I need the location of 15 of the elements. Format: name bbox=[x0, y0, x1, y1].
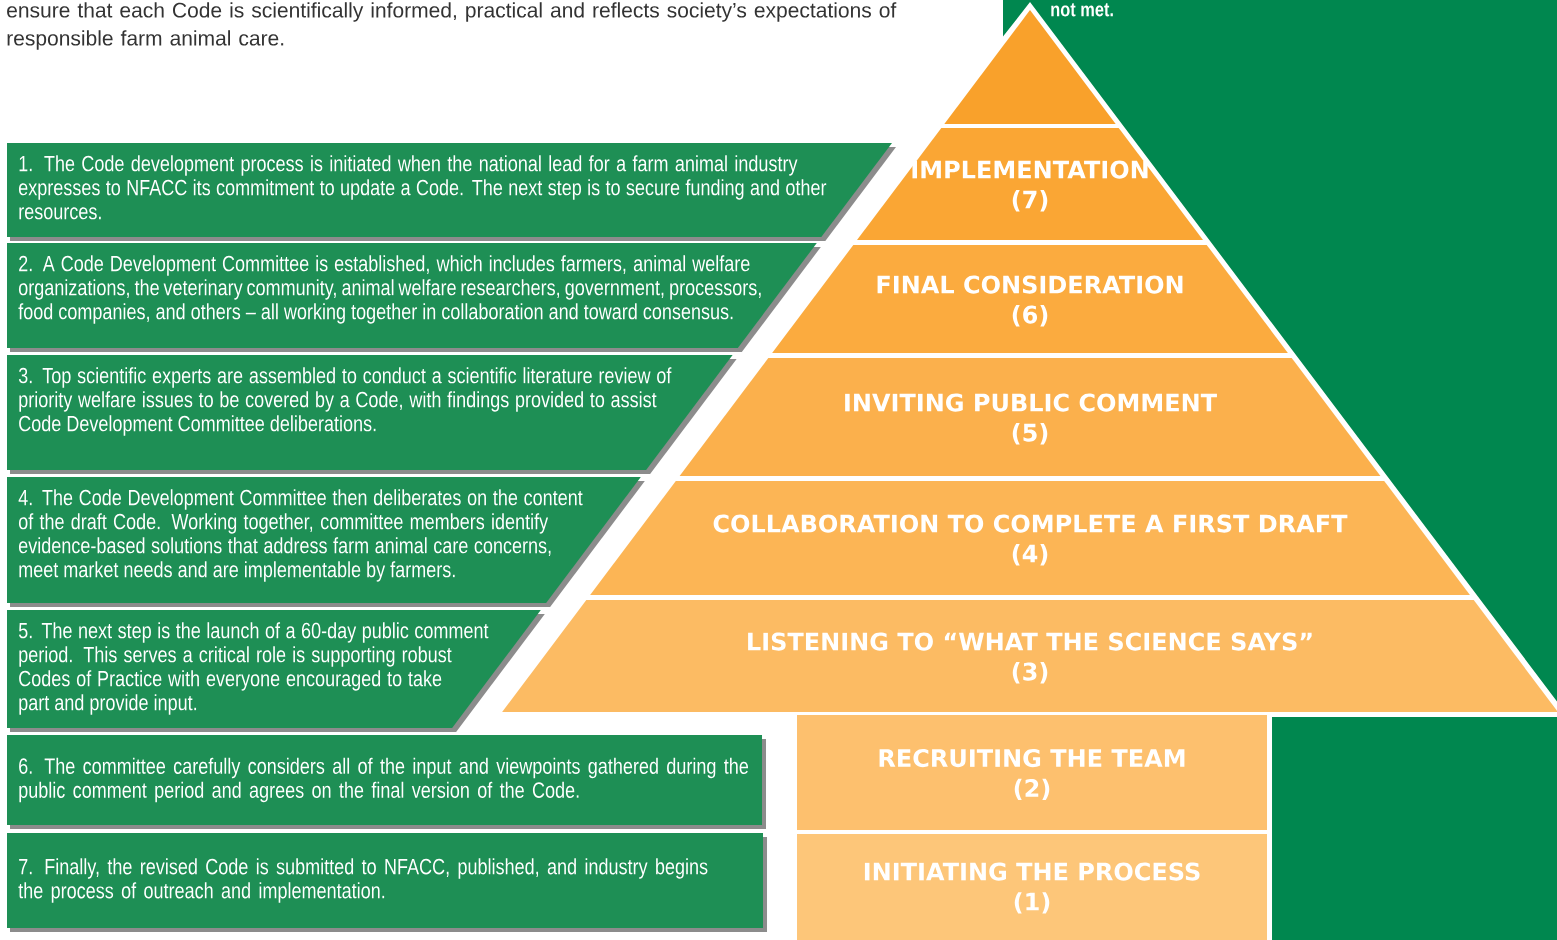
step-box: 7. Finally, the revised Code is submitted to NFACC, published, and industry begins the process of outreach and implementation. bbox=[7, 833, 767, 932]
step-box: 1. The Code development process is initiated when the national lead for a farm animal industry expresses to NFACC its commitment to update a Code. The next step is to secure funding and other resources. bbox=[7, 143, 896, 241]
step-box: 2. A Code Development Committee is established, which includes farmers, animal welfare organizations, the veterinary community, animal welfare researchers, government, processors, food companies, and others – all working together in collaboration and toward consensus. bbox=[7, 243, 821, 352]
pyramid-layer: FINAL CONSIDERATION (6) bbox=[772, 245, 1288, 353]
pyramid-base-block: INITIATING THE PROCESS (1) bbox=[797, 834, 1267, 940]
step-box: 5. The next step is the launch of a 60-day public comment period. This serves a critical role is supporting robust Codes of Practice with everyone encouraged to take part and provide input. bbox=[7, 610, 545, 732]
pyramid-layer: IMPLEMENTATION (7) bbox=[857, 128, 1203, 240]
pyramid-base-block: RECRUITING THE TEAM (2) bbox=[797, 715, 1267, 830]
step-box: 4. The Code Development Committee then deliberates on the content of the draft Code. Working together, committee members identify evidence-based solutions that address farm animal care concerns, meet market needs and are implementable by farmers. bbox=[7, 477, 645, 607]
pyramid-layer: LISTENING TO “WHAT THE SCIENCE SAYS” (3) bbox=[502, 600, 1557, 712]
pyramid-layer: COLLABORATION TO COMPLETE A FIRST DRAFT (4) bbox=[590, 481, 1470, 595]
pyramid-layer: INVITING PUBLIC COMMENT (5) bbox=[679, 358, 1381, 476]
step-box: 6. The committee carefully considers all of the input and viewpoints gathered during the public comment period and agrees on the final version of the Code. bbox=[7, 735, 766, 829]
step-box: 3. Top scientific experts are assembled to conduct a scientific literature review of priority welfare issues to be covered by a Code, with findings provided to assist Code Development Committee deliberations. bbox=[7, 355, 737, 474]
intro-text: ensure that each Code is scientifically informed, practical and reflects society’s expectations of responsible farm animal care. bbox=[7, 2, 897, 50]
